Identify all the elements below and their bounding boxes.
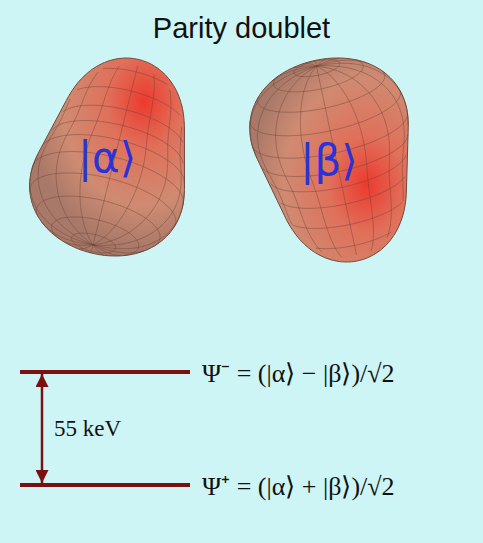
energy-gap-label: 55 keV: [54, 416, 121, 442]
energy-gap-arrow: [41, 374, 44, 483]
grid-line: [273, 66, 363, 92]
nucleus-surface: [30, 58, 185, 256]
grid-line: [293, 66, 316, 68]
grid-line: [36, 196, 160, 239]
grid-line: [316, 60, 366, 66]
nucleus-grid: [30, 66, 184, 256]
energy-level: Ψ⁺ = (|α⟩ + |β⟩)/√2: [20, 483, 190, 487]
nucleus-shape-box: |α⟩: [18, 54, 196, 260]
nucleus-surface: [250, 58, 409, 262]
nucleus-shape-box: |β⟩: [240, 54, 418, 266]
grid-line: [250, 92, 400, 136]
grid-line: [64, 242, 93, 246]
grid-line: [315, 61, 316, 66]
state-formula: Ψ⁻ = (|α⟩ − |β⟩)/√2: [202, 354, 395, 390]
grid-line: [52, 217, 139, 247]
grid-line: [93, 245, 149, 253]
grid-line: [154, 239, 160, 246]
nucleus-grid: [250, 59, 408, 258]
diagram-title: Parity doublet: [0, 12, 483, 45]
grid-line: [93, 192, 184, 249]
grid-line: [305, 64, 316, 67]
energy-level: Ψ⁻ = (|α⟩ − |β⟩)/√2: [20, 370, 190, 374]
state-formula: Ψ⁺ = (|α⟩ + |β⟩)/√2: [202, 467, 395, 503]
state-label: |β⟩: [300, 136, 357, 185]
grid-line: [258, 75, 385, 112]
state-label: |α⟩: [78, 133, 136, 182]
grid-line: [80, 245, 93, 249]
grid-line: [91, 245, 93, 252]
grid-line: [41, 222, 93, 245]
grid-line: [269, 66, 316, 84]
